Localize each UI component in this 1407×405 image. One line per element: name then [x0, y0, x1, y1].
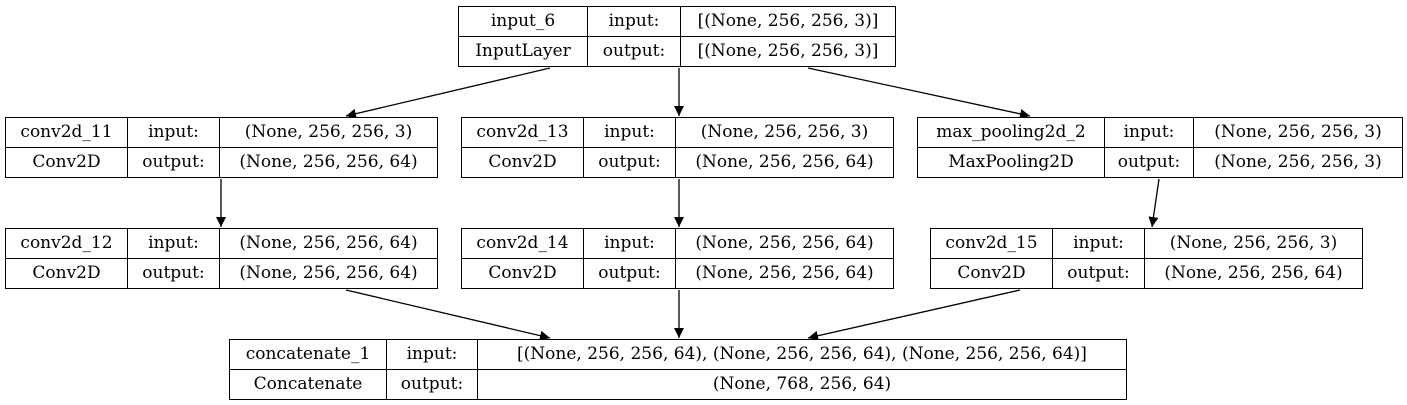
output-shape: (None, 256, 256, 64) [219, 258, 438, 289]
node-type: InputLayer [458, 36, 588, 67]
output-label: output: [583, 258, 676, 289]
output-shape: (None, 256, 256, 64) [219, 147, 438, 178]
input-shape: (None, 256, 256, 3) [1144, 228, 1363, 259]
output-shape: (None, 256, 256, 3) [1193, 147, 1403, 178]
input-label: input: [587, 6, 681, 37]
edge-input_6-max_pooling2d_2 [807, 67, 1031, 119]
edge-conv2d_15-concatenate_1 [807, 289, 1021, 341]
node-conv2d-12: conv2d_12 input: (None, 256, 256, 64) Co… [5, 228, 438, 289]
output-label: output: [127, 258, 220, 289]
node-conv2d-13: conv2d_13 input: (None, 256, 256, 3) Con… [461, 117, 894, 178]
node-name: conv2d_12 [5, 228, 128, 259]
output-shape: (None, 256, 256, 64) [675, 147, 894, 178]
node-type: MaxPooling2D [917, 147, 1105, 178]
input-shape: (None, 256, 256, 3) [1193, 117, 1403, 148]
node-type: Conv2D [5, 258, 128, 289]
output-shape: (None, 768, 256, 64) [477, 369, 1127, 400]
node-type: Conv2D [461, 147, 584, 178]
node-conv2d-15: conv2d_15 input: (None, 256, 256, 3) Con… [930, 228, 1363, 289]
node-type: Conv2D [461, 258, 584, 289]
input-shape: [(None, 256, 256, 3)] [680, 6, 896, 37]
output-shape: [(None, 256, 256, 3)] [680, 36, 896, 67]
node-conv2d-14: conv2d_14 input: (None, 256, 256, 64) Co… [461, 228, 894, 289]
edge-input_6-conv2d_11 [345, 67, 551, 119]
input-label: input: [583, 228, 676, 259]
node-type: Conv2D [5, 147, 128, 178]
node-name: conv2d_13 [461, 117, 584, 148]
input-shape: (None, 256, 256, 3) [675, 117, 894, 148]
node-name: concatenate_1 [229, 339, 387, 370]
output-label: output: [583, 147, 676, 178]
output-label: output: [1104, 147, 1194, 178]
output-label: output: [587, 36, 681, 67]
node-type: Concatenate [229, 369, 387, 400]
node-max-pooling2d-2: max_pooling2d_2 input: (None, 256, 256, … [917, 117, 1403, 178]
node-name: conv2d_11 [5, 117, 128, 148]
node-concatenate-1: concatenate_1 input: [(None, 256, 256, 6… [229, 339, 1127, 400]
output-shape: (None, 256, 256, 64) [675, 258, 894, 289]
node-type: Conv2D [930, 258, 1053, 289]
node-conv2d-11: conv2d_11 input: (None, 256, 256, 3) Con… [5, 117, 438, 178]
input-shape: (None, 256, 256, 3) [219, 117, 438, 148]
output-label: output: [386, 369, 478, 400]
edge-max_pooling2d_2-conv2d_15 [1148, 178, 1160, 228]
input-shape: [(None, 256, 256, 64), (None, 256, 256, … [477, 339, 1127, 370]
input-label: input: [127, 117, 220, 148]
input-label: input: [583, 117, 676, 148]
edge-conv2d_12-concatenate_1 [345, 289, 551, 341]
output-label: output: [127, 147, 220, 178]
node-name: conv2d_15 [930, 228, 1053, 259]
input-label: input: [1052, 228, 1145, 259]
node-name: max_pooling2d_2 [917, 117, 1105, 148]
node-name: input_6 [458, 6, 588, 37]
input-shape: (None, 256, 256, 64) [675, 228, 894, 259]
input-label: input: [386, 339, 478, 370]
input-label: input: [1104, 117, 1194, 148]
output-label: output: [1052, 258, 1145, 289]
node-name: conv2d_14 [461, 228, 584, 259]
input-label: input: [127, 228, 220, 259]
output-shape: (None, 256, 256, 64) [1144, 258, 1363, 289]
input-shape: (None, 256, 256, 64) [219, 228, 438, 259]
node-input-6: input_6 input: [(None, 256, 256, 3)] Inp… [458, 6, 896, 67]
